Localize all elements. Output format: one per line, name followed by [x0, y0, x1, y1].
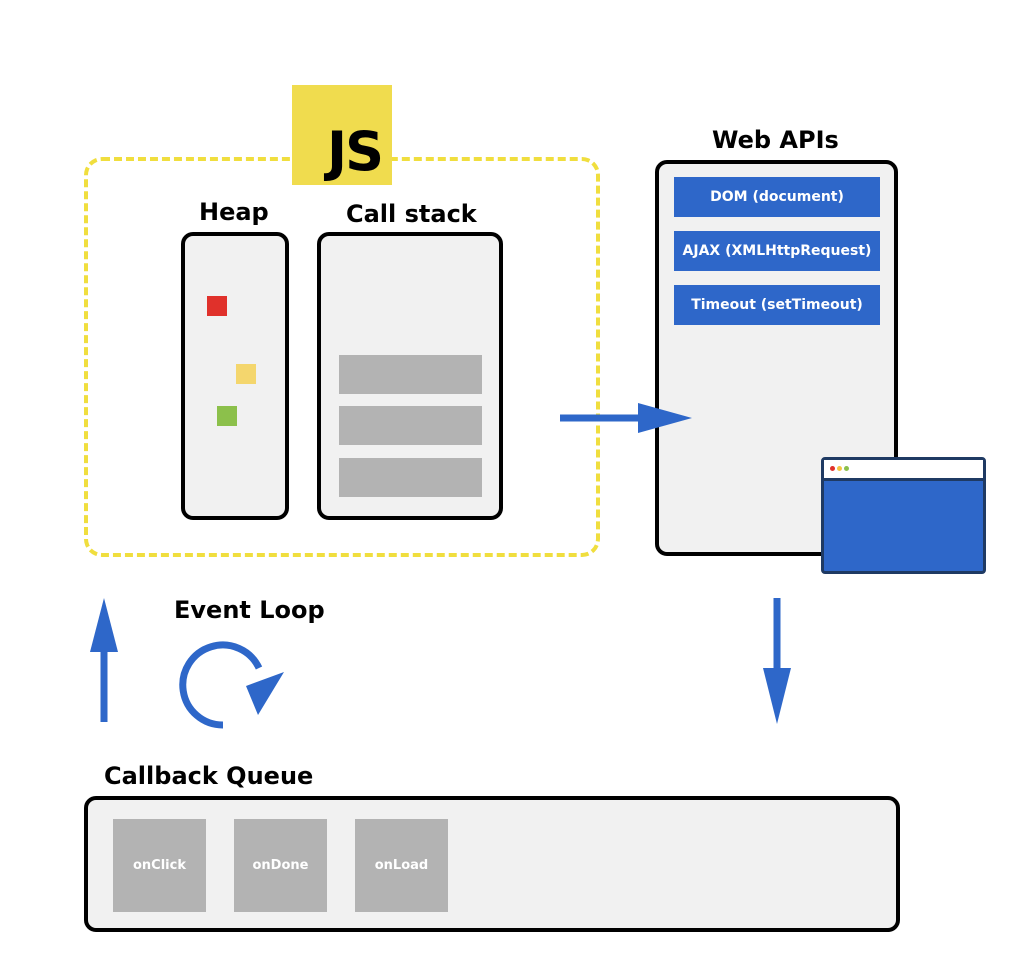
stack-frame — [339, 355, 482, 394]
arrow-down-icon — [763, 598, 791, 724]
event-loop-label: Event Loop — [174, 596, 325, 624]
callback-queue-panel — [84, 796, 900, 932]
event-loop-icon — [179, 641, 284, 729]
stack-frame — [339, 406, 482, 445]
arrow-right-icon — [560, 403, 692, 433]
heap-object-green — [217, 406, 237, 426]
heap-label: Heap — [199, 198, 269, 226]
stack-frame — [339, 458, 482, 497]
browser-maximize-dot — [844, 466, 849, 471]
queue-item-onclick: onClick — [113, 819, 206, 912]
heap-object-yellow — [236, 364, 256, 384]
web-api-timeout: Timeout (setTimeout) — [674, 285, 880, 325]
browser-window-icon — [821, 457, 986, 574]
js-logo-text: JS — [327, 120, 384, 183]
web-apis-label: Web APIs — [712, 126, 839, 154]
arrow-up-icon — [90, 598, 118, 722]
web-api-dom: DOM (document) — [674, 177, 880, 217]
js-logo: JS — [292, 85, 392, 185]
call-stack-label: Call stack — [346, 200, 477, 228]
browser-titlebar — [824, 460, 983, 481]
heap-object-red — [207, 296, 227, 316]
heap-panel — [181, 232, 289, 520]
callback-queue-label: Callback Queue — [104, 762, 314, 790]
queue-item-ondone: onDone — [234, 819, 327, 912]
queue-item-onload: onLoad — [355, 819, 448, 912]
browser-close-dot — [830, 466, 835, 471]
web-api-ajax: AJAX (XMLHttpRequest) — [674, 231, 880, 271]
browser-minimize-dot — [837, 466, 842, 471]
